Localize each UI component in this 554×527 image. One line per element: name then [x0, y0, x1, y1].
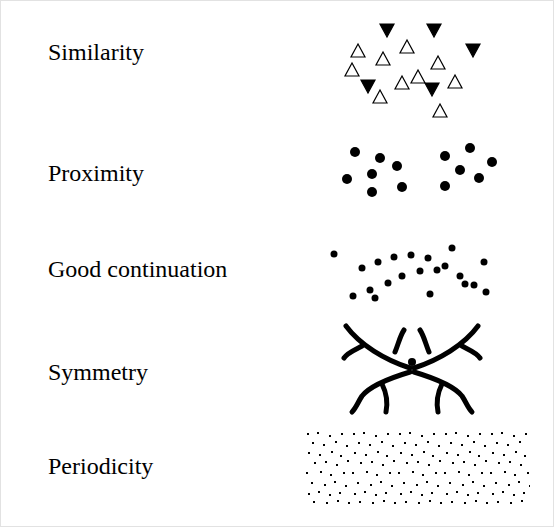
principle-label: Proximity — [48, 160, 144, 186]
principle-label: Symmetry — [48, 359, 148, 385]
similarity-triangles — [345, 24, 480, 117]
symmetry-strokes — [344, 326, 480, 412]
principle-label: Good continuation — [48, 256, 227, 282]
periodicity-texture — [305, 430, 530, 506]
principle-label: Similarity — [48, 39, 144, 65]
continuation-dots — [331, 245, 490, 302]
principle-label: Periodicity — [48, 453, 153, 479]
proximity-dots — [342, 143, 497, 197]
